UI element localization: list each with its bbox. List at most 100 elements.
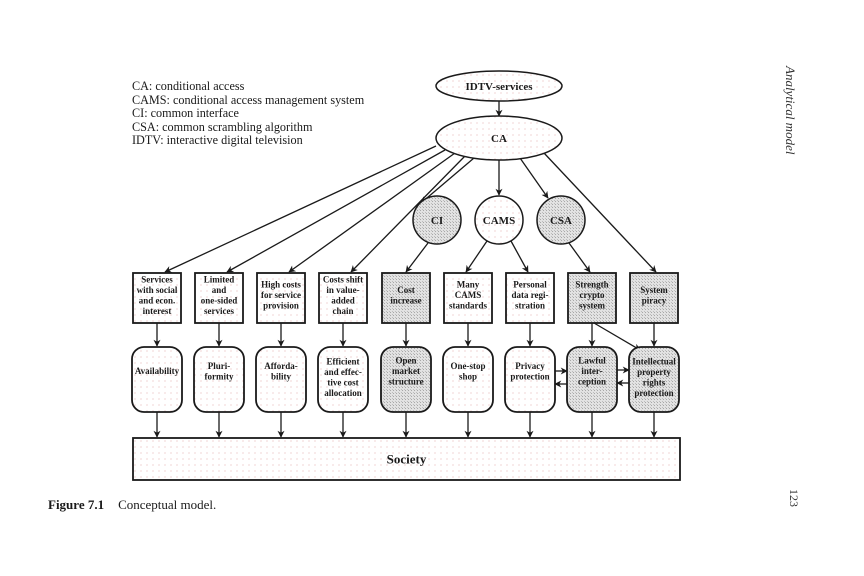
value-label: Afforda-bility	[264, 361, 298, 382]
value-box	[380, 346, 432, 413]
label-line: and	[212, 285, 227, 295]
arrow-ca-to-issue	[350, 155, 466, 273]
label-line: one-sided	[201, 295, 238, 305]
legend-item: IDTV: interactive digital television	[132, 133, 303, 148]
label-line: One-stop	[450, 361, 485, 371]
figure-caption: Figure 7.1 Conceptual model.	[48, 497, 216, 513]
page-number: 123	[787, 489, 801, 507]
value-box	[255, 346, 307, 413]
arrow-ci-to-cost-increase	[405, 242, 429, 273]
label-line: Personal	[513, 280, 547, 290]
label-line: standards	[449, 301, 488, 311]
society-label: Society	[387, 452, 427, 467]
value-box	[504, 346, 556, 413]
value-label: Availability	[135, 366, 180, 376]
label-line: Limited	[204, 274, 235, 284]
label-line: Lawful	[578, 356, 606, 366]
label-line: CSA	[550, 215, 572, 227]
issue-box	[505, 272, 555, 324]
label-line: inter-	[581, 366, 602, 376]
label-line: shop	[459, 371, 477, 381]
arrow-crypto-to-ipr	[593, 322, 641, 351]
label-line: data regi-	[511, 290, 548, 300]
label-line: IDTV-services	[466, 81, 534, 93]
arrow-ca-to-issue	[226, 149, 446, 273]
label-line: CI	[431, 215, 443, 227]
csa-label: CSA	[550, 215, 572, 227]
label-line: Cost	[397, 285, 415, 295]
value-box	[131, 346, 183, 413]
label-line: formity	[205, 371, 234, 381]
running-head: Analytical model	[783, 66, 798, 155]
arrow-cams-to-personal-data	[510, 240, 529, 273]
label-line: in value-	[326, 285, 359, 295]
arrow-ca-to-ci	[420, 157, 475, 204]
value-label: Pluri-formity	[205, 361, 234, 382]
figure-label: Figure 7.1	[48, 497, 105, 512]
label-line: Afforda-	[264, 361, 298, 371]
connector-layer	[153, 101, 658, 438]
label-line: and econ.	[139, 295, 176, 305]
label-line: CA	[491, 133, 507, 145]
issue-box	[381, 272, 431, 324]
abbreviation-legend: CA: conditional access CAMS: conditional…	[132, 79, 364, 148]
idtv-services-label: IDTV-services	[466, 81, 534, 93]
issue-box	[629, 272, 679, 324]
ca-node	[435, 115, 563, 161]
ca-label: CA	[491, 133, 507, 145]
label-line: provision	[263, 301, 299, 311]
legend-item: CA: conditional access	[132, 79, 245, 93]
label-line: with social	[137, 285, 178, 295]
issue-box	[132, 272, 182, 324]
label-line: piracy	[642, 295, 667, 305]
caption-text: Conceptual model.	[118, 497, 217, 512]
label-line: Intellectual	[632, 356, 676, 366]
label-line: Privacy	[515, 361, 545, 371]
label-line: rights	[643, 377, 666, 387]
society-box	[132, 437, 681, 481]
label-line: CAMS	[483, 215, 515, 227]
label-line: protection	[510, 371, 549, 381]
label-line: allocation	[324, 388, 362, 398]
label-line: crypto	[580, 290, 605, 300]
label-line: ception	[578, 377, 606, 387]
value-box	[317, 346, 369, 413]
label-line: chain	[332, 306, 353, 316]
ci-label: CI	[431, 215, 443, 227]
issue-box	[194, 272, 244, 324]
label-line: market	[392, 366, 420, 376]
label-line: added	[331, 295, 355, 305]
legend-item: CSA: common scrambling algorithm	[132, 119, 313, 134]
label-line: High costs	[261, 280, 301, 290]
value-box	[193, 346, 245, 413]
value-box	[442, 346, 494, 413]
label-line: and effec-	[324, 367, 362, 377]
label-line: property	[637, 367, 671, 377]
label-line: Strength	[575, 280, 608, 290]
label-line: services	[204, 306, 234, 316]
label-line: Open	[395, 356, 416, 366]
label-line: CAMS	[455, 290, 482, 300]
label-line: for service	[261, 290, 301, 300]
cams-node	[474, 195, 524, 245]
label-line: Services	[141, 274, 173, 284]
arrow-cams-to-standards	[465, 240, 488, 273]
label-line: system	[579, 301, 605, 311]
value-box	[566, 346, 618, 413]
